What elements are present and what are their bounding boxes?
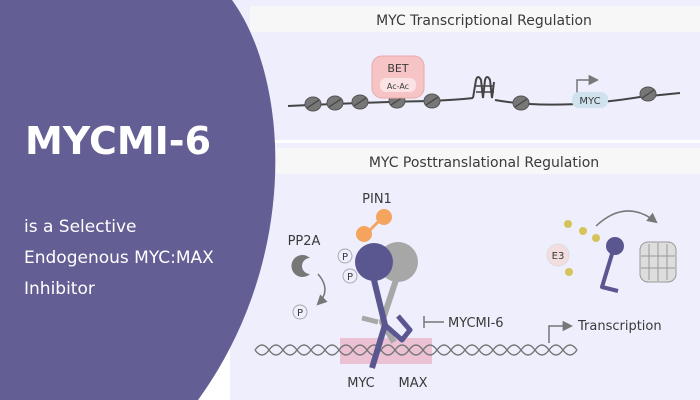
- binding-site: [340, 338, 432, 364]
- posttranslational-header-bar: [250, 148, 700, 174]
- dephosphorylation-arrow-icon: [316, 273, 328, 306]
- mycmi6-label: MYCMI-6: [448, 316, 504, 331]
- sidebar-line: Endogenous MYC:MAX: [24, 248, 214, 268]
- myc-label: MYC: [347, 376, 375, 391]
- chromatin-loop: [472, 76, 495, 99]
- bet-label: BET: [387, 62, 408, 75]
- phospho-group: P: [342, 268, 358, 284]
- posttranslational-panel: MYC Posttranslational Regulation: [230, 143, 700, 400]
- max-label: MAX: [398, 376, 427, 391]
- bet-protein: BET Ac-Ac: [371, 55, 425, 99]
- phospho-label: P: [347, 272, 353, 283]
- degradation-arrow-icon: [595, 210, 658, 227]
- acetyl-label: Ac-Ac: [387, 82, 409, 91]
- transcriptional-panel: MYC Transcriptional Regulation: [230, 0, 700, 140]
- posttranslational-heading: MYC Posttranslational Regulation: [369, 155, 599, 171]
- sidebar: MYCMI-6 is a Selective Endogenous MYC:MA…: [0, 0, 276, 400]
- pp2a-protein: PP2A P: [288, 234, 328, 320]
- chromatin-strand: [287, 76, 681, 112]
- transcription-output: Transcription: [548, 319, 662, 343]
- sidebar-line: Inhibitor: [24, 279, 95, 299]
- myc-protein: [355, 243, 413, 369]
- myc-gene-label: MYC: [579, 96, 600, 107]
- ubiquitin-chain-icon: [564, 220, 600, 276]
- pp2a-label: PP2A: [288, 234, 321, 249]
- sidebar-title: MYCMI-6: [25, 119, 211, 163]
- myc-gene: MYC: [572, 74, 608, 108]
- proteasome-icon: [639, 241, 677, 283]
- transcriptional-header-bar: [250, 6, 700, 32]
- mycmi6-inhibition: MYCMI-6: [423, 316, 504, 331]
- pin1-protein: PIN1: [356, 192, 392, 242]
- ubiquitination-module: E3: [546, 210, 677, 293]
- dna-helix: [254, 338, 578, 364]
- e3-label: E3: [552, 251, 565, 262]
- transcription-arrow-icon: [548, 320, 574, 343]
- sidebar-line: is a Selective: [24, 217, 137, 237]
- myc-protein-small: [606, 237, 624, 255]
- pin1-label: PIN1: [362, 192, 392, 207]
- phospho-label: P: [297, 308, 303, 319]
- phospho-group: P: [337, 248, 353, 264]
- phospho-label: P: [342, 252, 348, 263]
- transcription-label: Transcription: [577, 319, 662, 334]
- transcriptional-heading: MYC Transcriptional Regulation: [376, 13, 592, 29]
